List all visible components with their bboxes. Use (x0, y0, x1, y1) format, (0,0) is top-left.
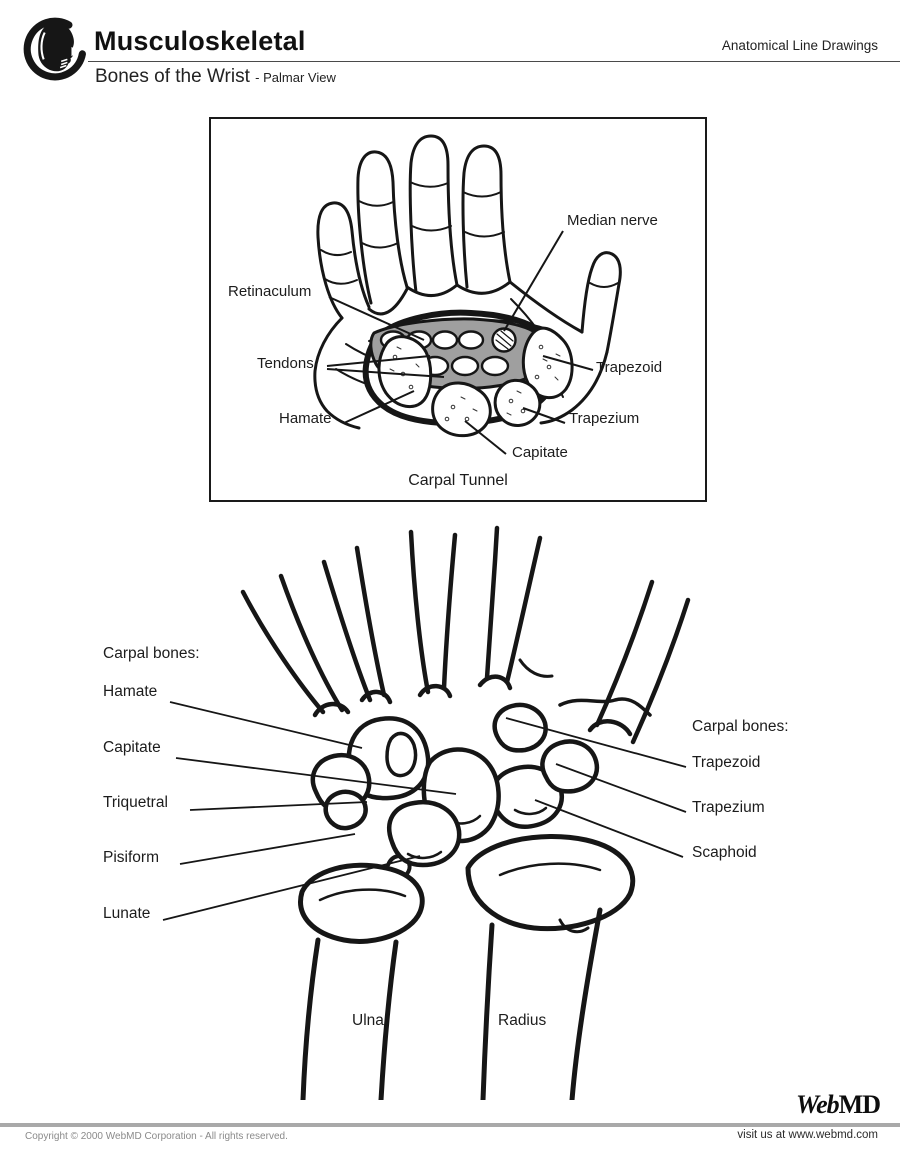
carpal-bones-cluster (310, 702, 600, 868)
label-lunate: Lunate (103, 905, 151, 922)
footer-divider-bar (0, 1123, 900, 1127)
page-title: Musculoskeletal (94, 26, 306, 56)
header-divider (88, 61, 900, 62)
label-scaphoid: Scaphoid (692, 844, 757, 861)
label-pisiform: Pisiform (103, 849, 159, 866)
label-tendons: Tendons (257, 355, 314, 372)
ulna-bone (298, 854, 425, 1100)
webmd-logo: WebMD (795, 1090, 881, 1120)
label-median-nerve: Median nerve (567, 212, 658, 229)
figure2-leader-lines (162, 701, 687, 921)
left-group-title: Carpal bones: (103, 645, 200, 662)
figure1-leader-lines (326, 230, 594, 455)
label-capitate: Capitate (103, 739, 161, 756)
figure1-caption: Carpal Tunnel (408, 472, 508, 489)
webmd-logo-md: MD (838, 1090, 881, 1119)
series-title: Anatomical Line Drawings (721, 38, 878, 53)
label-hamate-cross: Hamate (279, 410, 332, 427)
median-nerve-cross-section (491, 327, 517, 353)
bone-stipple (389, 344, 561, 422)
radius-bone (465, 834, 636, 1100)
webmd-logo-web: Web (795, 1090, 840, 1119)
carpal-tunnel-drawing (313, 134, 622, 455)
wrist-bones-drawing (162, 525, 691, 1100)
page-subtitle: Bones of the Wrist - Palmar View (95, 66, 336, 88)
subtitle-qualifier: - Palmar View (255, 70, 336, 85)
label-hamate: Hamate (103, 683, 158, 700)
label-radius: Radius (498, 1012, 547, 1029)
carpal-tunnel-figure (209, 117, 707, 502)
label-trapezium: Trapezium (692, 799, 765, 816)
anatomical-head-icon (23, 17, 86, 81)
carpal-bones-cross-sections (377, 326, 574, 438)
metacarpals (240, 525, 691, 745)
right-group-title: Carpal bones: (692, 718, 789, 735)
subtitle-main: Bones of the Wrist (95, 66, 250, 87)
label-trapezium-cross: Trapezium (569, 410, 640, 427)
label-ulna: Ulna (352, 1012, 384, 1029)
label-retinaculum: Retinaculum (228, 283, 312, 300)
visit-url-text: visit us at www.webmd.com (737, 1129, 878, 1141)
label-trapezoid-cross: Trapezoid (596, 359, 663, 376)
label-trapezoid: Trapezoid (692, 754, 761, 771)
copyright-text: Copyright © 2000 WebMD Corporation - All… (25, 1131, 288, 1142)
label-capitate-cross: Capitate (512, 444, 568, 461)
label-triquetral: Triquetral (103, 794, 168, 811)
